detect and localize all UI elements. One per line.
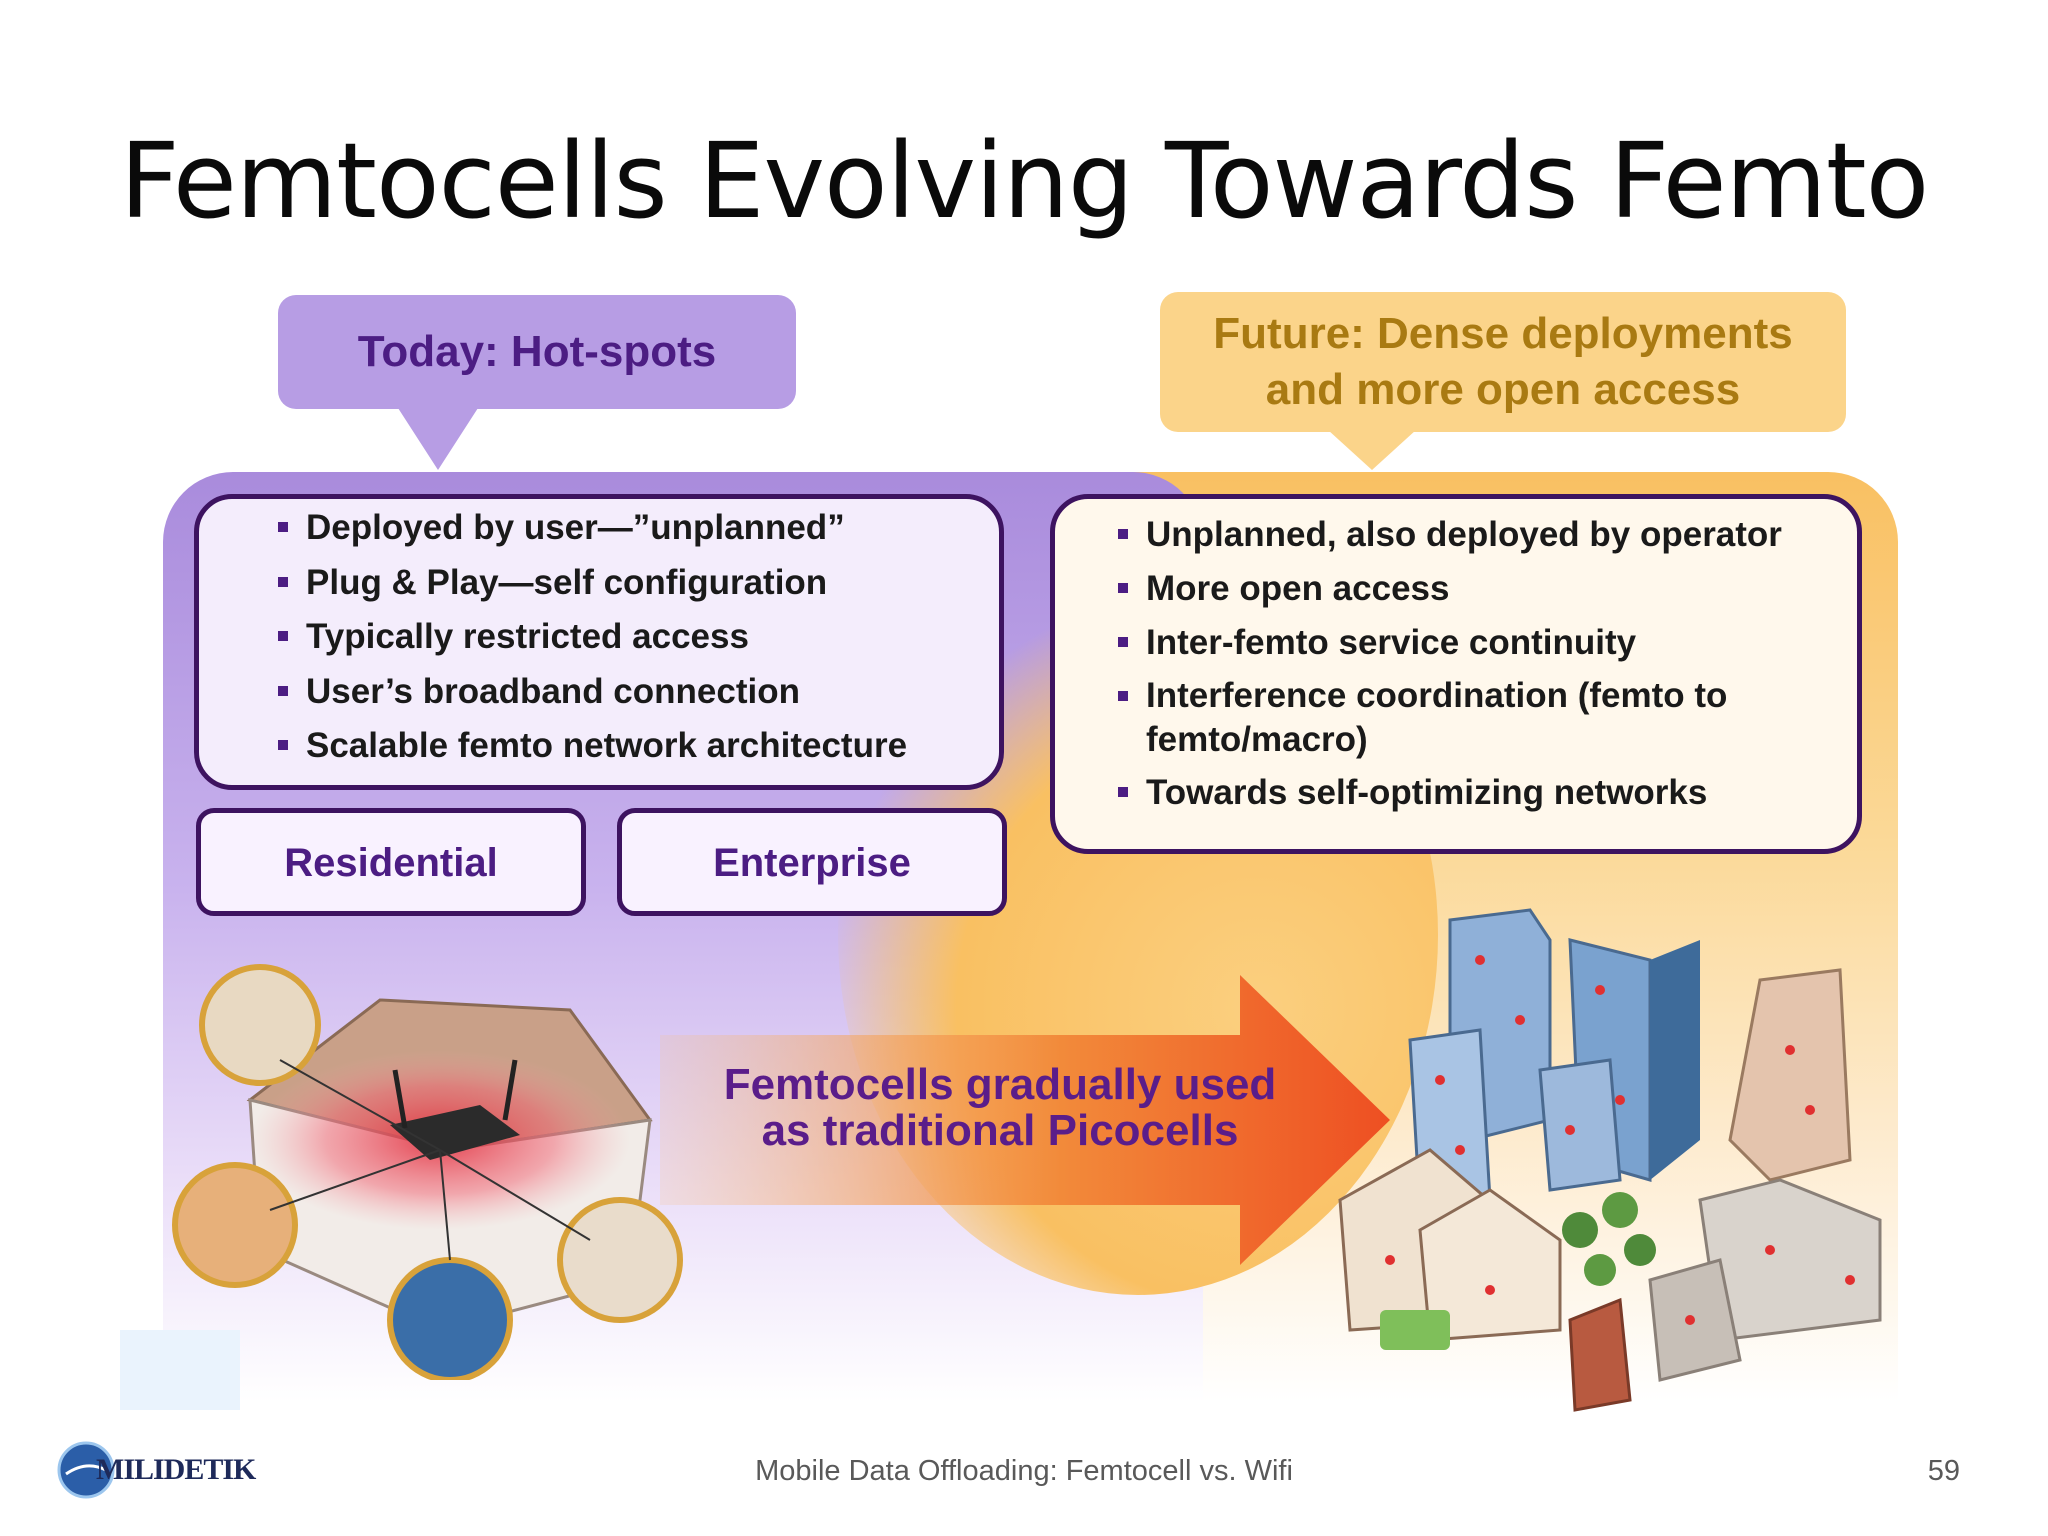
tower [1728, 968, 1852, 1182]
logo-text: MILIDETIK [96, 1453, 256, 1486]
person-photo [199, 964, 321, 1086]
enterprise-segment: Enterprise [617, 808, 1007, 916]
today-callout: Today: Hot-spots [278, 295, 796, 409]
today-bullet: User’s broadband connection [278, 669, 998, 724]
city-buildings-illustration [1338, 908, 1882, 1412]
tree [1624, 1234, 1656, 1266]
tower [1650, 940, 1700, 1180]
tree [1602, 1192, 1638, 1228]
future-callout-pointer [1328, 430, 1416, 470]
today-bullet: Plug & Play—self configuration [278, 560, 998, 615]
logo-globe-icon [57, 1441, 115, 1499]
person-photo [557, 1197, 683, 1323]
future-callout-line1: Future: Dense deployments [1213, 309, 1793, 358]
future-bullet: Inter-femto service continuity [1118, 620, 1838, 666]
future-bullet-list: Unplanned, also deployed by operator Mor… [1118, 512, 1838, 824]
future-bullet-box [1050, 494, 1862, 854]
today-bullet-list: Deployed by user—”unplanned” Plug & Play… [278, 505, 998, 778]
slide-title: Femtocells Evolving Towards Femto [119, 120, 1930, 242]
person-photo [172, 1162, 298, 1288]
future-callout-line2: and more open access [1265, 365, 1741, 414]
future-bullet: Interference coordination (femto to femt… [1118, 674, 1838, 762]
future-callout: Future: Dense deployments and more open … [1160, 292, 1846, 432]
van [1380, 1310, 1450, 1350]
tower [1538, 1058, 1622, 1192]
future-bullet: Towards self-optimizing networks [1118, 770, 1838, 816]
today-callout-pointer [398, 408, 478, 470]
residential-house-illustration [172, 964, 683, 1380]
router [390, 1105, 520, 1160]
arrow-label-line1: Femtocells gradually used [723, 1060, 1277, 1109]
residential-segment: Residential [196, 808, 586, 916]
progression-arrow [660, 975, 1390, 1265]
building [1568, 1297, 1632, 1412]
today-bullet: Scalable femto network architecture [278, 723, 998, 778]
arrow-label: Femtocells gradually used as traditional… [680, 1062, 1320, 1154]
page-number: 59 [1927, 1455, 1960, 1487]
person-photo [387, 1257, 513, 1380]
tree [1584, 1254, 1616, 1286]
today-bullet: Deployed by user—”unplanned” [278, 505, 998, 560]
future-bullet: Unplanned, also deployed by operator [1118, 512, 1838, 558]
tree [1562, 1212, 1598, 1248]
arrow-label-line2: as traditional Picocells [761, 1106, 1239, 1155]
today-bullet: Typically restricted access [278, 614, 998, 669]
today-bullet-box [194, 494, 1004, 790]
slide-footer: Mobile Data Offloading: Femtocell vs. Wi… [755, 1455, 1293, 1487]
future-bullet: More open access [1118, 566, 1838, 612]
image-placeholder [120, 1330, 240, 1410]
